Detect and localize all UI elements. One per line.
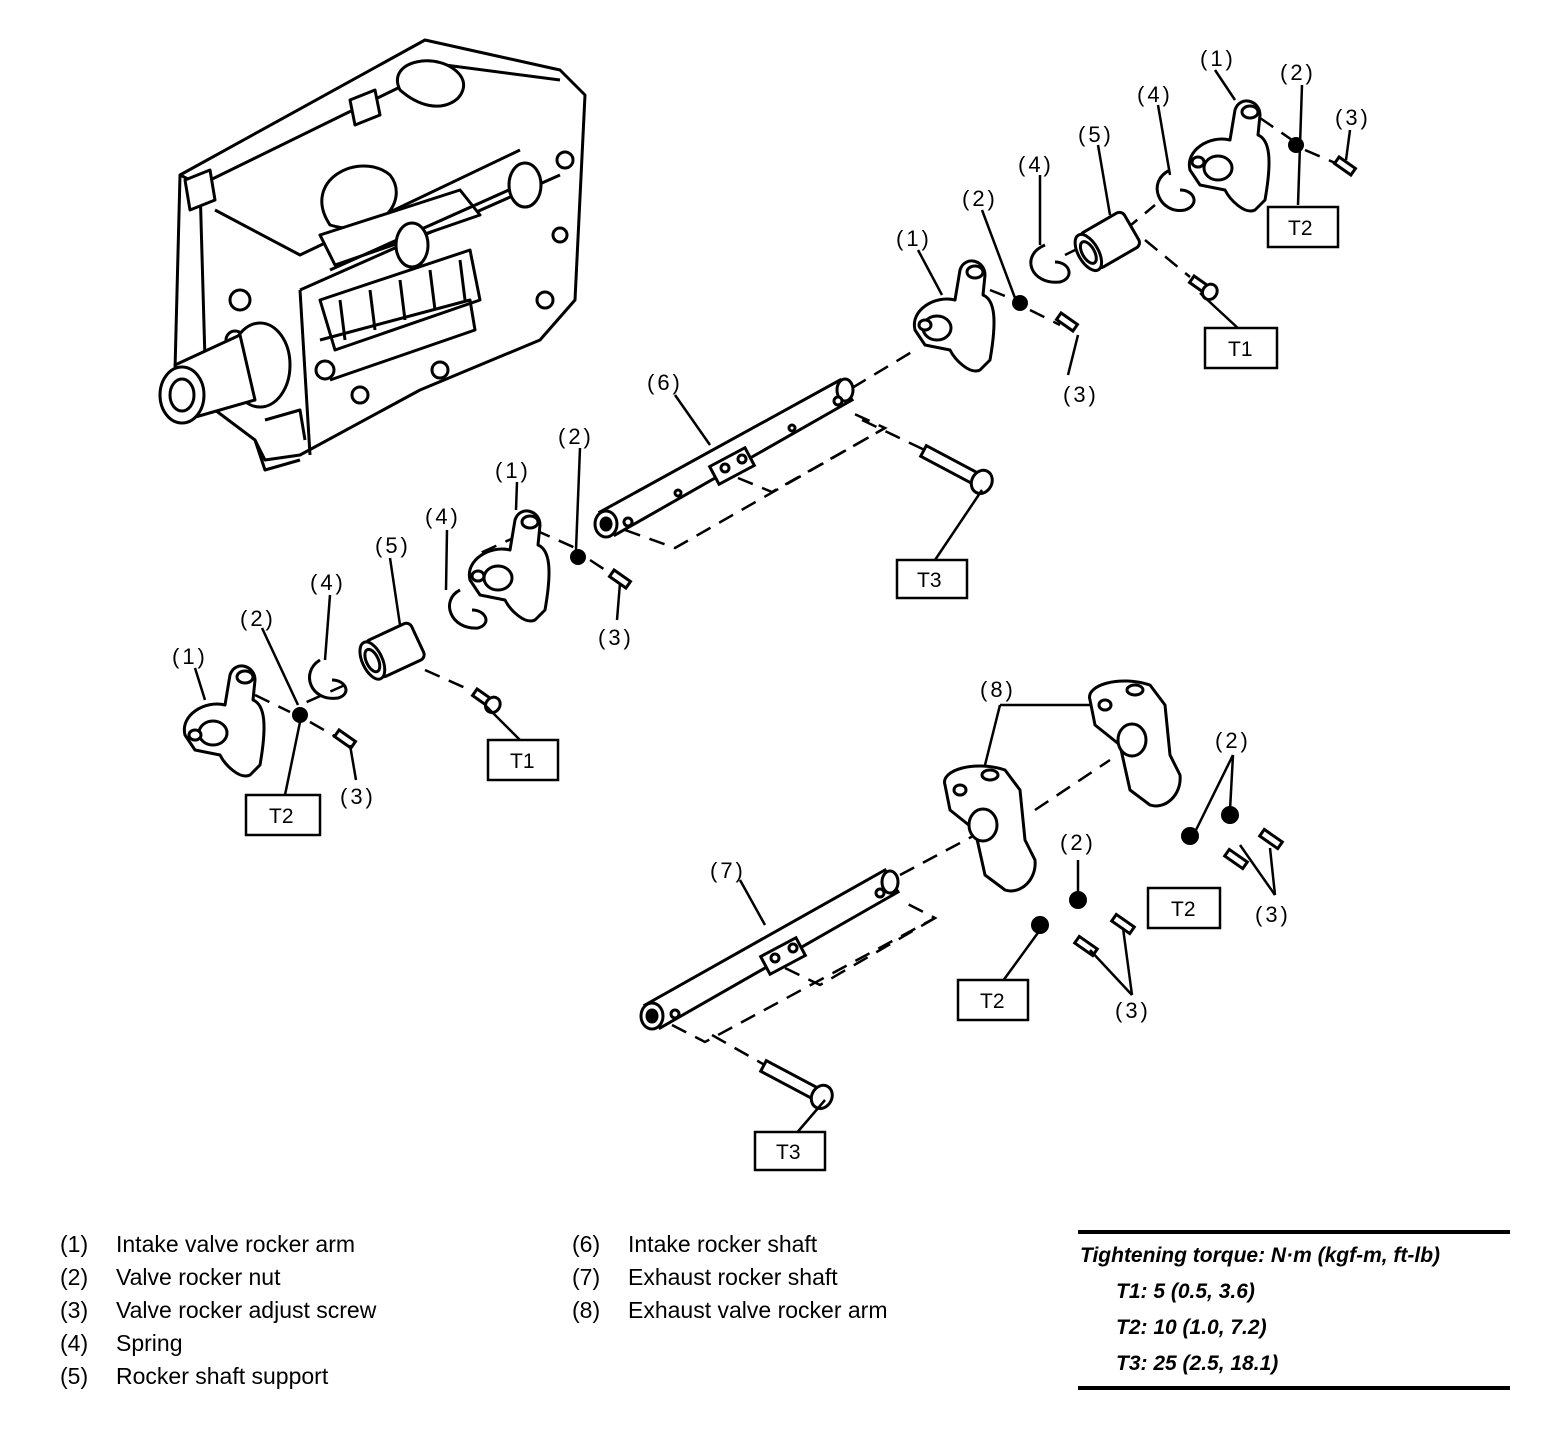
callout-4: (4) (1137, 82, 1173, 107)
intake-rocker-arms-drawing (182, 99, 1271, 778)
callout-labels: (1) (2) (3) (4) (5) (4) (2) (1) (3) (6) … (172, 46, 1371, 1023)
callout-2: (2) (240, 606, 276, 631)
torque-box-t1: T1 (486, 738, 560, 782)
torque-box-t2: T2 (956, 978, 1030, 1022)
callout-8: (8) (980, 677, 1016, 702)
callout-1: (1) (1200, 46, 1236, 71)
svg-text:T2: T2 (269, 805, 294, 828)
callout-6: (6) (647, 370, 683, 395)
torque-spec-t2: T2: 10 (1.0, 7.2) (1116, 1316, 1267, 1339)
callout-3: (3) (340, 784, 376, 809)
exploded-parts-diagram: (1) (2) (3) (4) (5) (4) (2) (1) (3) (6) … (158, 38, 1371, 1172)
svg-text:T2: T2 (1288, 217, 1313, 240)
parts-legend-right: (6)Intake rocker shaft (7)Exhaust rocker… (572, 1228, 887, 1327)
callout-4: (4) (310, 570, 346, 595)
callout-3: (3) (1335, 105, 1371, 130)
callout-3: (3) (1063, 382, 1099, 407)
small-parts-drawing (308, 168, 1219, 1110)
nuts-and-screws-drawing (292, 137, 1358, 958)
legend-item: (2)Valve rocker nut (60, 1264, 281, 1290)
legend-item: (3)Valve rocker adjust screw (60, 1297, 377, 1323)
svg-text:T2: T2 (980, 990, 1005, 1013)
callout-5: (5) (375, 533, 411, 558)
callout-3: (3) (1115, 998, 1151, 1023)
svg-text:T1: T1 (1228, 338, 1253, 361)
torque-spec-table: Tightening torque: N·m (kgf-m, ft-lb) T1… (1078, 1230, 1510, 1390)
legend-item: (4)Spring (60, 1330, 183, 1356)
callout-3: (3) (598, 625, 634, 650)
exhaust-rocker-shaft-drawing (639, 867, 901, 1031)
legend-item: (1)Intake valve rocker arm (60, 1231, 356, 1257)
torque-box-t2: T2 (1266, 205, 1340, 249)
callout-1: (1) (172, 644, 208, 669)
callout-3: (3) (1255, 902, 1291, 927)
parts-legend-left: (1)Intake valve rocker arm (2)Valve rock… (60, 1228, 376, 1393)
legend-item: (8)Exhaust valve rocker arm (572, 1297, 888, 1323)
torque-box-t2: T2 (1146, 886, 1222, 930)
torque-table-title: Tightening torque: N·m (kgf-m, ft-lb) (1080, 1244, 1441, 1267)
callout-2: (2) (1060, 830, 1096, 855)
callout-2: (2) (1215, 728, 1251, 753)
torque-boxes: T2 T1 T3 T1 T2 T2 T2 T3 (244, 205, 1340, 1172)
cylinder-head-drawing (158, 38, 587, 472)
callout-7: (7) (710, 858, 746, 883)
callout-1: (1) (896, 226, 932, 251)
assembly-lines (254, 116, 1341, 1070)
legend-item: (5)Rocker shaft support (60, 1363, 329, 1389)
torque-box-t3: T3 (753, 1130, 827, 1172)
svg-text:T1: T1 (510, 750, 535, 773)
callout-1: (1) (495, 458, 531, 483)
callout-4: (4) (1018, 152, 1054, 177)
callout-2: (2) (558, 424, 594, 449)
callout-2: (2) (1280, 60, 1316, 85)
intake-rocker-shaft-drawing (593, 377, 855, 539)
torque-spec-t1: T1: 5 (0.5, 3.6) (1116, 1280, 1255, 1303)
torque-spec-t3: T3: 25 (2.5, 18.1) (1116, 1352, 1279, 1375)
leader-lines (193, 69, 1352, 1136)
legend-item: (7)Exhaust rocker shaft (572, 1264, 838, 1290)
callout-5: (5) (1078, 122, 1114, 147)
torque-box-t1: T1 (1203, 326, 1279, 370)
legend-item: (6)Intake rocker shaft (572, 1231, 818, 1257)
torque-box-t2: T2 (244, 793, 322, 837)
svg-text:T2: T2 (1171, 898, 1196, 921)
svg-text:T3: T3 (776, 1141, 801, 1164)
callout-2: (2) (962, 186, 998, 211)
torque-box-t3: T3 (895, 558, 969, 600)
exhaust-rocker-arms-drawing (943, 679, 1182, 893)
callout-4: (4) (425, 504, 461, 529)
svg-text:T3: T3 (917, 569, 942, 592)
